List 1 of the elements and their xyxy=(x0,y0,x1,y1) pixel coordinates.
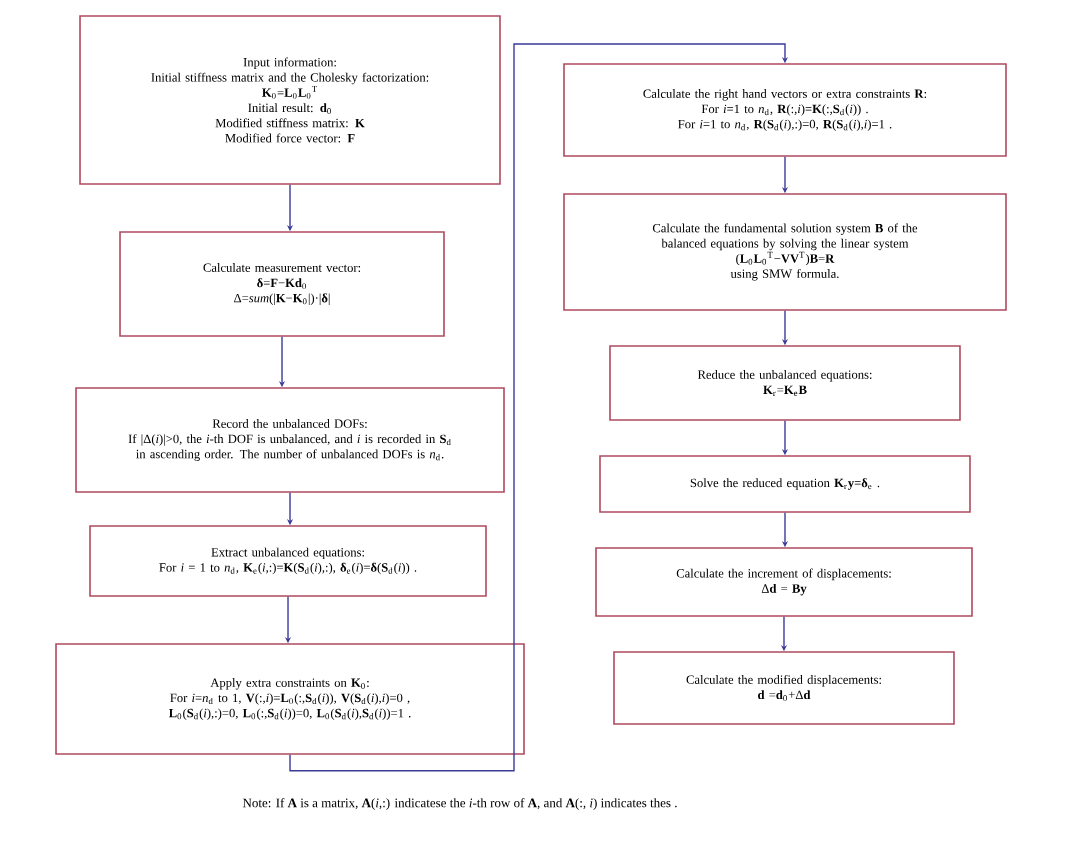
arrow xyxy=(289,43,789,772)
